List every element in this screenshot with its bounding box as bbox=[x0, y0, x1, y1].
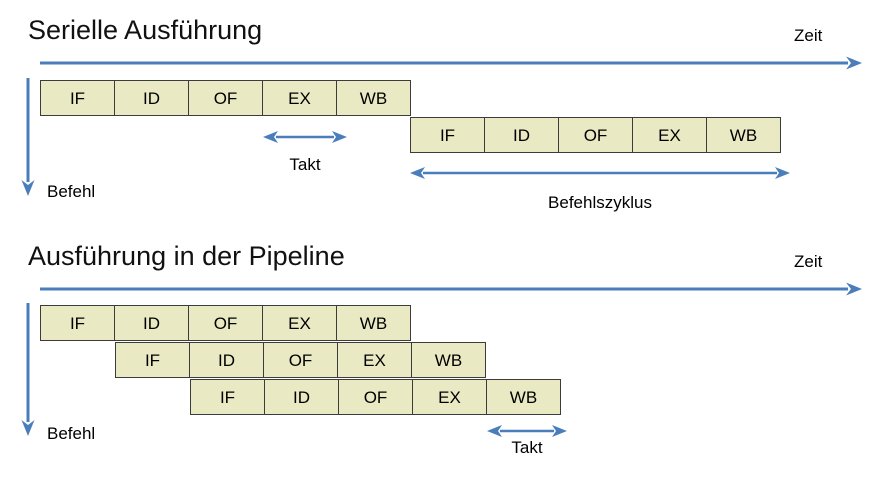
instruction-axis-arrow-pipeline bbox=[20, 303, 36, 436]
stage-cell-wb: WB bbox=[486, 379, 561, 415]
instruction-axis-label-serial: Befehl bbox=[47, 182, 96, 201]
stage-cell-of: OF bbox=[263, 342, 338, 378]
stage-cell-id: ID bbox=[189, 342, 264, 378]
takt-dimension-arrow-serial bbox=[263, 129, 347, 145]
stage-cell-ex: EX bbox=[262, 305, 337, 341]
stage-cell-of: OF bbox=[558, 117, 633, 153]
stage-cell-if: IF bbox=[115, 342, 190, 378]
stage-cell-of: OF bbox=[188, 305, 263, 341]
stage-cell-ex: EX bbox=[262, 80, 337, 116]
section-title-pipeline: Ausführung in der Pipeline bbox=[28, 241, 345, 271]
takt-label-pipeline: Takt bbox=[511, 438, 543, 457]
takt-dimension-arrow-pipeline bbox=[487, 423, 567, 439]
instruction-row: IF ID OF EX WB bbox=[115, 342, 486, 378]
section-title-serial: Serielle Ausführung bbox=[28, 15, 263, 45]
stage-cell-wb: WB bbox=[336, 305, 411, 341]
stage-cell-ex: EX bbox=[337, 342, 412, 378]
stage-cell-id: ID bbox=[114, 80, 189, 116]
time-axis-arrow-pipeline bbox=[40, 281, 862, 301]
stage-cell-if: IF bbox=[190, 379, 265, 415]
instruction-axis-label-pipeline: Befehl bbox=[47, 424, 96, 443]
stage-cell-of: OF bbox=[338, 379, 413, 415]
stage-cell-if: IF bbox=[410, 117, 485, 153]
stage-cell-ex: EX bbox=[412, 379, 487, 415]
stage-cell-wb: WB bbox=[336, 80, 411, 116]
stage-cell-ex: EX bbox=[632, 117, 707, 153]
befehlszyklus-label: Befehlszyklus bbox=[548, 193, 652, 212]
stage-cell-id: ID bbox=[484, 117, 559, 153]
instruction-row: IF ID OF EX WB bbox=[40, 305, 411, 341]
stage-cell-if: IF bbox=[40, 305, 115, 341]
time-axis-arrow-serial bbox=[40, 55, 862, 75]
instruction-axis-arrow-serial bbox=[20, 78, 36, 196]
time-axis-label-serial: Zeit bbox=[794, 26, 823, 45]
stage-cell-wb: WB bbox=[411, 342, 486, 378]
takt-label-serial: Takt bbox=[289, 155, 321, 174]
stage-cell-if: IF bbox=[40, 80, 115, 116]
stage-cell-id: ID bbox=[114, 305, 189, 341]
time-axis-label-pipeline: Zeit bbox=[794, 252, 823, 271]
stage-cell-id: ID bbox=[264, 379, 339, 415]
instruction-row: IF ID OF EX WB bbox=[40, 80, 411, 116]
instruction-row: IF ID OF EX WB bbox=[190, 379, 561, 415]
stage-cell-wb: WB bbox=[706, 117, 781, 153]
instruction-row: IF ID OF EX WB bbox=[410, 117, 781, 153]
befehlszyklus-dimension-arrow bbox=[410, 165, 790, 181]
stage-cell-of: OF bbox=[188, 80, 263, 116]
